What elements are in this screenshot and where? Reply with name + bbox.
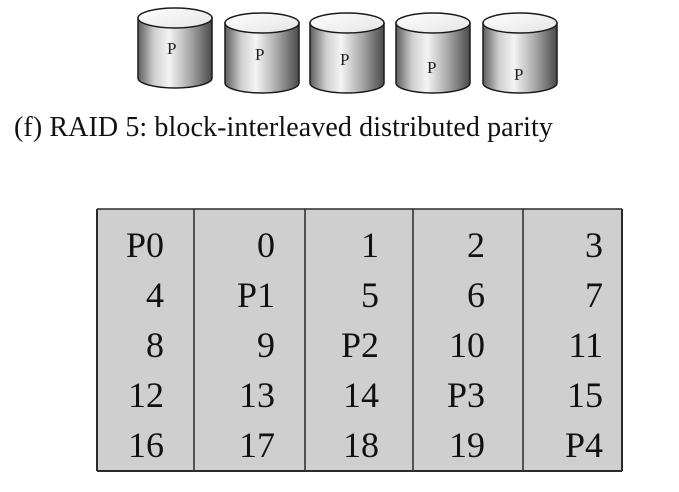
block-cell: P2 (340, 325, 379, 365)
disk-parity-label: P (167, 39, 176, 58)
block-cell: 17 (239, 425, 275, 465)
block-cell: 1 (361, 225, 379, 265)
block-cell: 16 (128, 425, 164, 465)
block-cell: P1 (236, 275, 275, 315)
disk-column-2: 0 P1 9 13 17 (194, 208, 305, 472)
disk-2: P (224, 12, 300, 94)
block-cell: 10 (449, 325, 485, 365)
block-cell: 11 (568, 325, 603, 365)
block-cell: 15 (567, 375, 603, 415)
block-cell: 19 (449, 425, 485, 465)
block-cell: 12 (128, 375, 164, 415)
block-cell: 6 (467, 275, 485, 315)
block-cell: 0 (257, 225, 275, 265)
figure-caption: (f) RAID 5: block-interleaved distribute… (14, 112, 553, 143)
disk-column-4: 2 6 10 P3 19 (413, 208, 523, 472)
disk-3: P (309, 12, 385, 94)
disk-4: P (395, 12, 471, 94)
block-cell: 8 (146, 325, 164, 365)
disk-column-3: 1 5 P2 14 18 (305, 208, 413, 472)
block-cell: 7 (585, 275, 603, 315)
block-cell: 3 (585, 225, 603, 265)
block-cell: 14 (343, 375, 379, 415)
block-cell: 4 (146, 275, 164, 315)
block-cell: 5 (361, 275, 379, 315)
table-grid (96, 208, 623, 472)
disk-array: P P P P P (137, 7, 558, 94)
disk-5: P (482, 12, 558, 94)
disk-parity-label: P (255, 45, 264, 64)
block-cell: 13 (239, 375, 275, 415)
raid5-block-table: P0 4 8 12 16 0 P1 9 13 17 1 5 P2 14 18 2… (96, 208, 623, 472)
block-cell: P4 (564, 425, 603, 465)
disk-column-1: P0 4 8 12 16 (96, 208, 194, 472)
block-cell: 2 (467, 225, 485, 265)
disk-parity-label: P (340, 50, 349, 69)
block-cell: P0 (125, 225, 164, 265)
disk-column-5: 3 7 11 15 P4 (523, 208, 623, 472)
disk-columns: P0 4 8 12 16 0 P1 9 13 17 1 5 P2 14 18 2… (96, 208, 623, 472)
block-cell: P3 (446, 375, 485, 415)
disk-parity-label: P (514, 65, 523, 84)
block-cell: 18 (343, 425, 379, 465)
disk-parity-label: P (427, 58, 436, 77)
table-background (97, 209, 622, 471)
block-cell: 9 (257, 325, 275, 365)
disk-1: P (137, 7, 213, 89)
